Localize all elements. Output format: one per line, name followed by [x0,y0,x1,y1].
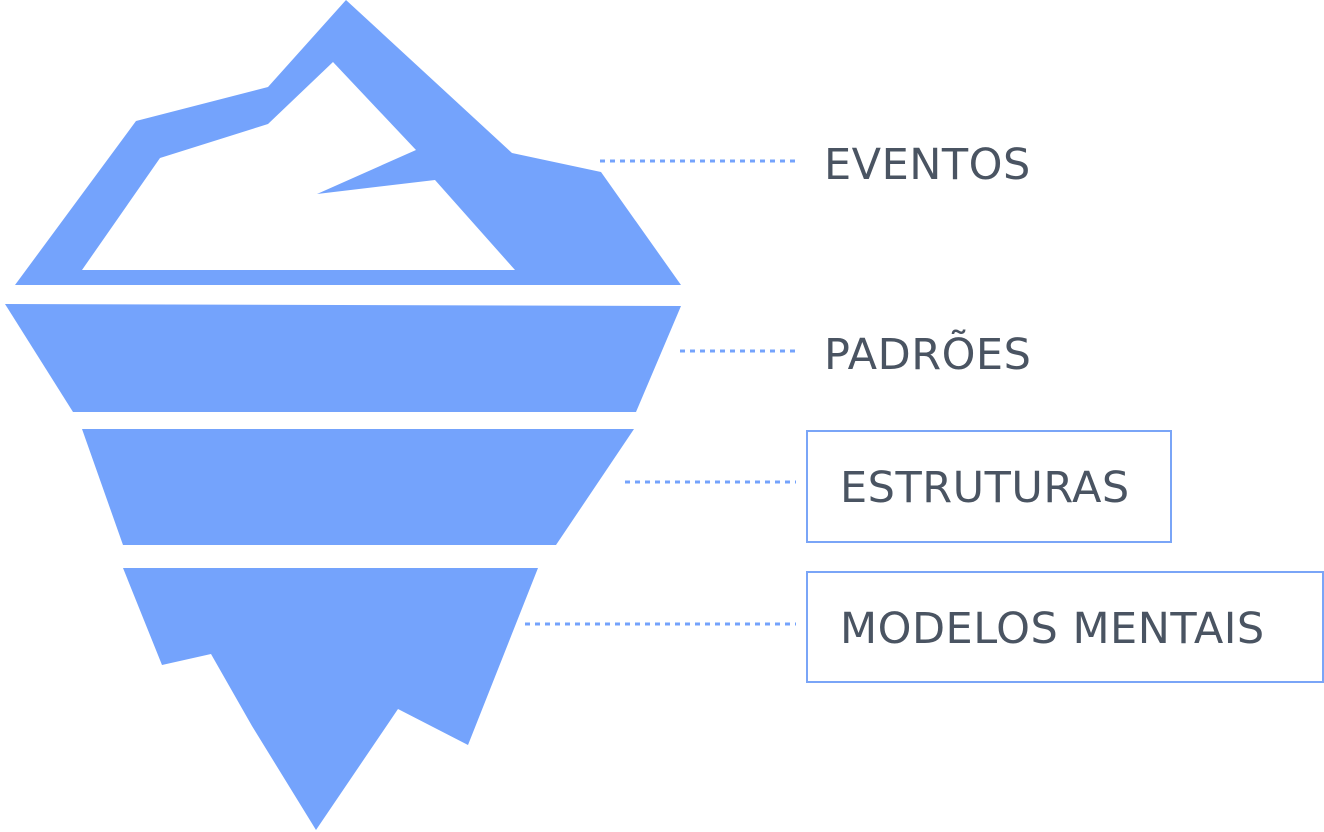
iceberg-band-estruturas [82,429,634,545]
layer-label-eventos: EVENTOS [824,140,1031,190]
layer-box-estruturas: ESTRUTURAS [806,430,1172,543]
layer-box-modelos-mentais: MODELOS MENTAIS [806,571,1324,683]
iceberg-band-padroes [5,304,681,412]
layer-label-padroes: PADRÕES [824,330,1032,380]
iceberg-tip [15,0,681,285]
layer-label-estruturas: ESTRUTURAS [840,463,1130,513]
layer-label-modelos-mentais: MODELOS MENTAIS [840,604,1265,654]
iceberg-base [123,568,538,830]
